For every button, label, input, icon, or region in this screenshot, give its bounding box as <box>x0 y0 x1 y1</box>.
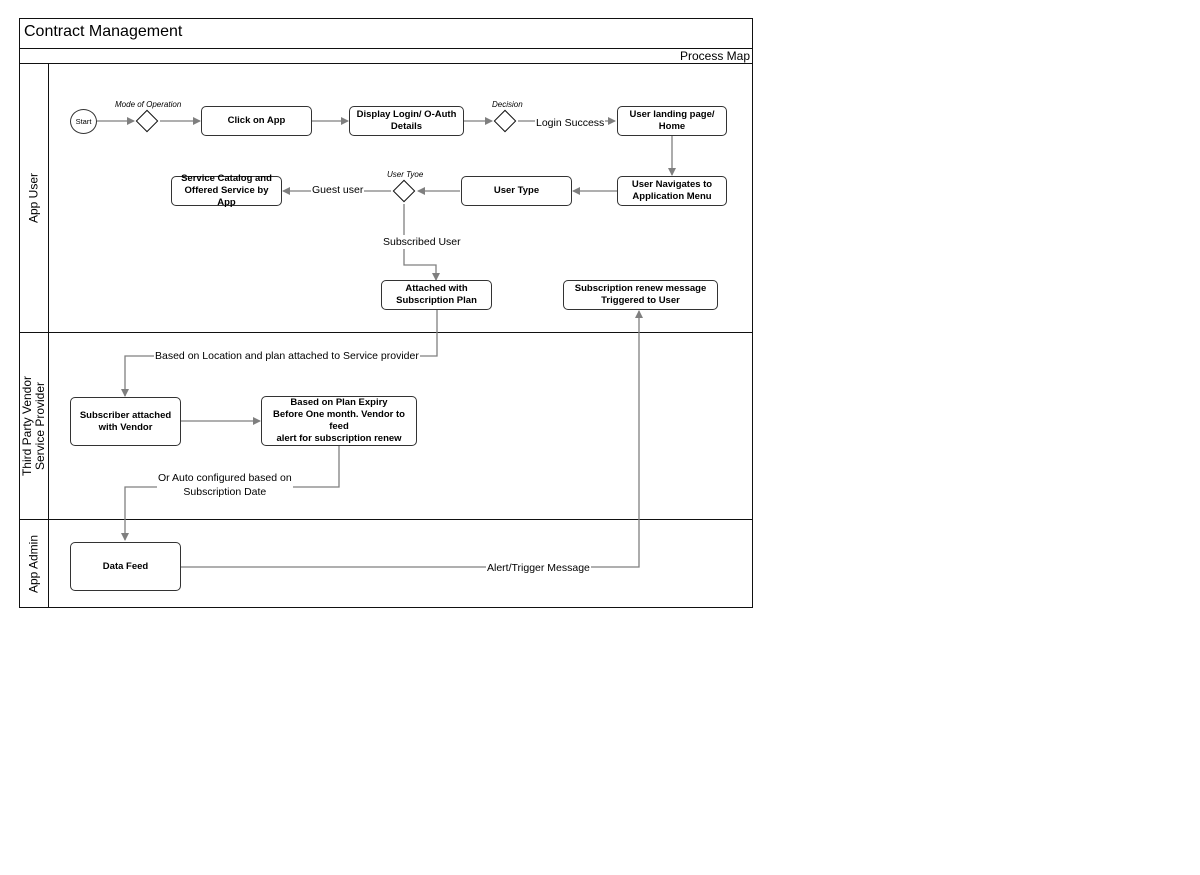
box-plan-expiry: Based on Plan Expiry Before One month. V… <box>261 396 417 446</box>
diagram-subtitle: Process Map <box>679 49 750 63</box>
start-node: Start <box>70 109 97 134</box>
box-data-feed: Data Feed <box>70 542 181 591</box>
edge-alert-trigger <box>181 310 643 568</box>
label-auto-configured: Or Auto configured based on Subscription… <box>157 471 293 499</box>
box-display-login: Display Login/ O-Auth Details <box>349 106 464 136</box>
box-service-catalog: Service Catalog and Offered Service by A… <box>171 173 282 208</box>
note-mode-of-operation: Mode of Operation <box>115 100 182 109</box>
label-location-plan: Based on Location and plan attached to S… <box>154 349 420 363</box>
box-renew-message: Subscription renew message Triggered to … <box>563 280 718 310</box>
edge-subscribed-user <box>403 204 440 281</box>
box-user-type: User Type <box>461 176 572 206</box>
note-user-type: User Tyoe <box>387 170 424 179</box>
lane-app-admin <box>48 519 753 608</box>
box-attached-subscription: Attached with Subscription Plan <box>381 280 492 310</box>
box-subscriber-vendor: Subscriber attached with Vendor <box>70 397 181 446</box>
box-user-navigates: User Navigates to Application Menu <box>617 176 727 206</box>
note-decision: Decision <box>492 100 523 109</box>
label-guest-user: Guest user <box>311 183 365 197</box>
label-login-success: Login Success <box>535 116 606 130</box>
label-alert-trigger: Alert/Trigger Message <box>486 561 591 575</box>
label-subscribed-user: Subscribed User <box>382 235 462 249</box>
diagram-title: Contract Management <box>24 23 183 40</box>
box-user-landing-page: User landing page/ Home <box>617 106 727 136</box>
box-click-on-app: Click on App <box>201 106 312 136</box>
